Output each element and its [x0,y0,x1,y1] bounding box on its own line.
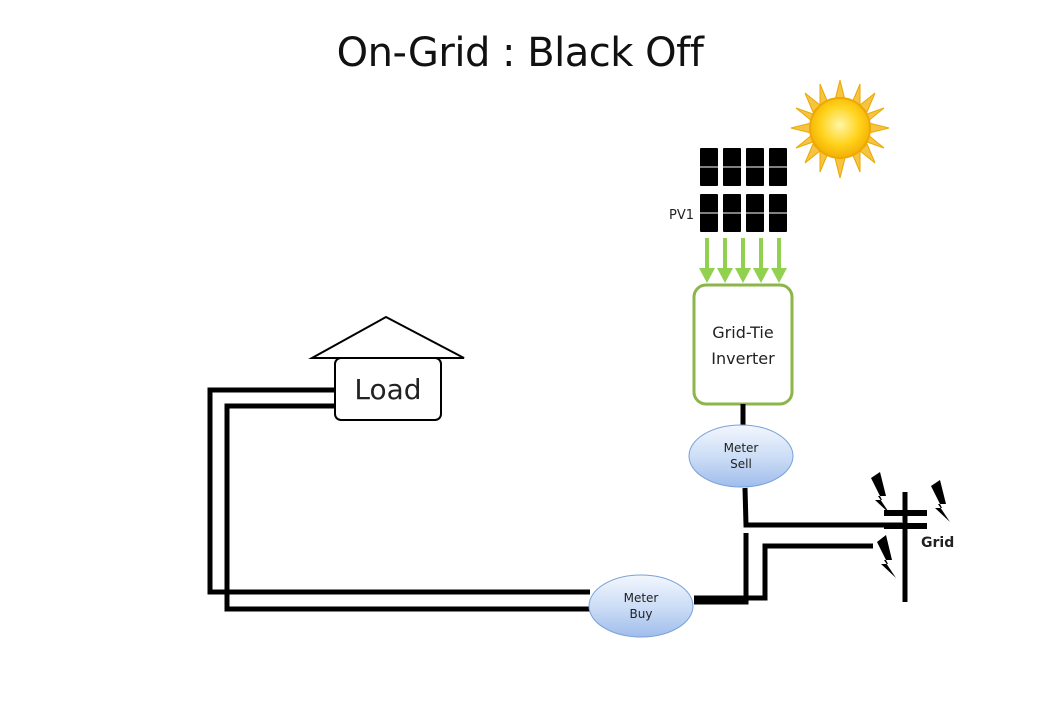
grid-label: Grid [921,535,954,551]
meter-sell: Meter Sell [688,424,794,488]
meter-buy: Meter Buy [588,574,694,638]
meter-buy-label-line2: Buy [630,607,653,621]
wiring [207,387,902,612]
sun-icon [790,79,890,179]
meter-buy-label-line1: Meter [624,591,659,605]
slide-title: On-Grid : Black Off [336,30,704,76]
utility-pole-icon [884,492,927,602]
inverter-label-line1: Grid-Tie [712,323,773,342]
load-box: Load [334,357,442,421]
lightning-bolt-icon [871,472,890,514]
meter-sell-label-line1: Meter [724,441,759,455]
grid-tie-inverter: Grid-Tie Inverter [692,283,794,406]
meter-sell-label-line2: Sell [730,457,752,471]
inverter-label-line2: Inverter [711,349,775,368]
power-flow-arrows [699,238,787,283]
house-roof-icon [308,315,465,359]
lightning-bolt-icon [877,535,896,578]
pv-label: PV1 [669,208,694,223]
solar-panel-icon [700,148,787,232]
load-label: Load [354,373,421,406]
lightning-bolt-icon [931,480,950,522]
